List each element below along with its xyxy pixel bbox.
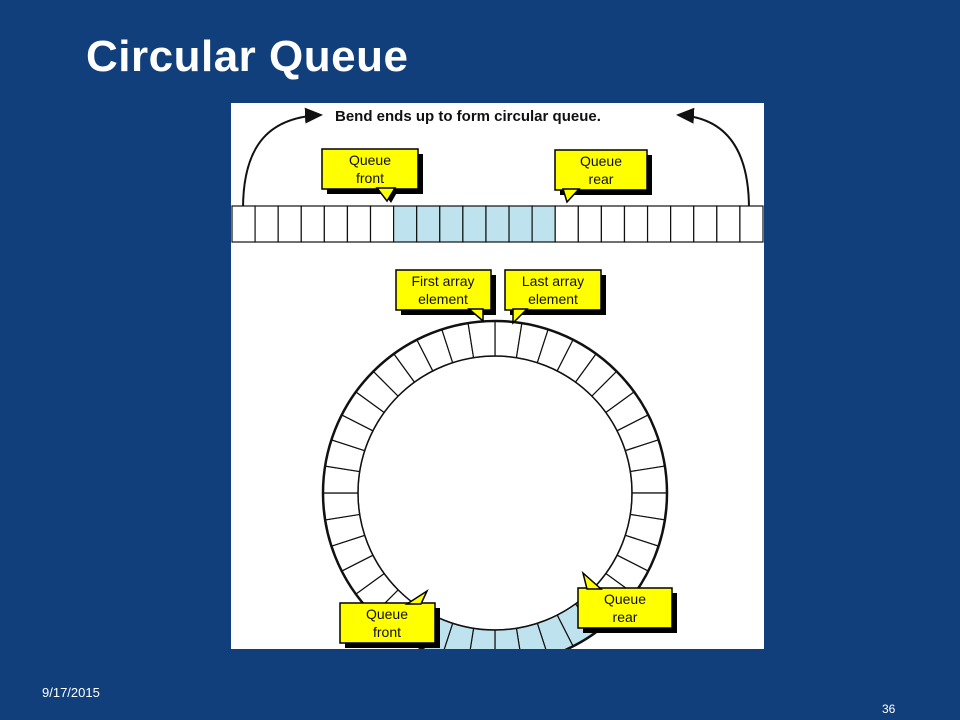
callout-text: rear (589, 171, 614, 187)
callout-top-queue-rear: Queue rear (554, 149, 652, 204)
callout-ring-queue-rear: Queue rear (577, 570, 677, 633)
callout-text: Queue (604, 591, 646, 607)
array-cell (231, 205, 256, 243)
right-bend-arrow (676, 107, 750, 210)
ring-outer-edge (321, 319, 669, 649)
array-cell (369, 205, 395, 243)
array-cell (531, 205, 556, 243)
callout-text: front (356, 170, 384, 186)
array-cell (600, 205, 626, 243)
ring-inner-edge (357, 355, 633, 631)
callout-text: rear (613, 609, 638, 625)
array-cell (439, 205, 464, 243)
array-cell (646, 205, 672, 243)
ring-cell (467, 320, 496, 359)
array-cell (554, 205, 579, 243)
slide-title: Circular Queue (86, 32, 409, 81)
callout-text: front (373, 624, 401, 640)
array-cell (277, 205, 302, 243)
diagram-panel: Bend ends up to form circular queue. Que… (231, 103, 764, 649)
callout-text: Last array (522, 273, 584, 289)
array-cell (693, 205, 718, 243)
callout-text: Queue (366, 606, 408, 622)
array-cell (300, 205, 325, 243)
array-cell (462, 205, 487, 243)
ring-cell (322, 492, 361, 521)
callout-top-queue-front: Queue front (321, 148, 423, 203)
array-cell (623, 205, 649, 243)
array-cell (508, 205, 533, 243)
left-bend-arrow (242, 107, 323, 210)
array-cell (323, 205, 349, 243)
array-cell (577, 205, 602, 243)
callout-text: element (418, 291, 468, 307)
slide-number: 36 (882, 702, 896, 716)
circular-queue-diagram: Bend ends up to form circular queue. Que… (231, 107, 764, 649)
callout-text: Queue (580, 153, 622, 169)
ring-cell (629, 465, 668, 494)
callout-text: First array (412, 273, 475, 289)
array-cell (716, 205, 741, 243)
array-cell (485, 205, 510, 243)
array-cell (739, 205, 764, 243)
linear-array (231, 205, 764, 243)
callout-text: element (528, 291, 578, 307)
callout-ring-queue-front: Queue front (339, 588, 440, 648)
array-cell (346, 205, 372, 243)
array-cell (393, 205, 418, 243)
callout-last-array-element: Last array element (504, 269, 606, 325)
callout-text: Queue (349, 152, 391, 168)
array-cell (416, 205, 441, 243)
array-cell (670, 205, 695, 243)
array-cell (254, 205, 279, 243)
diagram-caption: Bend ends up to form circular queue. (335, 108, 601, 125)
slide-date: 9/17/2015 (42, 685, 100, 700)
callout-first-array-element: First array element (395, 269, 496, 323)
